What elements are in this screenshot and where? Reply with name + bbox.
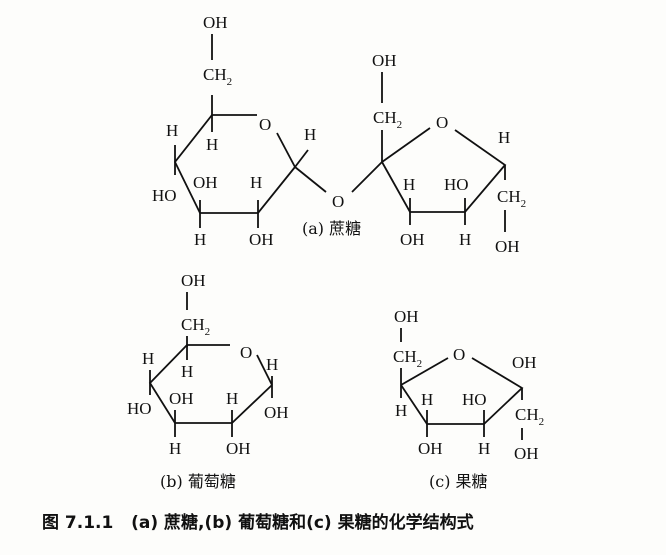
atom-h: H [206,135,218,154]
glucose-structure: OH CH2 O H H HO OH H H OH H OH (b) 葡萄糖 [127,271,289,491]
atom-oh: OH [249,230,274,249]
atom-oh: OH [418,439,443,458]
atom-h: H [304,125,316,144]
atom-h: H [395,401,407,420]
panel-b-label: (b) 葡萄糖 [160,472,236,491]
fructose-structure: OH CH2 O H H OH HO H OH CH2 OH (c) 果糖 [393,307,544,491]
atom-ch2: CH2 [393,347,422,370]
atom-oh: OH [193,173,218,192]
atom-oh: OH [372,51,397,70]
atom-h: H [142,349,154,368]
atom-ch2: CH2 [181,315,210,338]
atom-oh: OH [226,439,251,458]
panel-a-label: (a) 蔗糖 [302,219,361,238]
atom-oh: OH [394,307,419,326]
atom-h: H [498,128,510,147]
atom-ring-oxygen: O [453,345,465,364]
atom-h: H [459,230,471,249]
atom-oh: OH [495,237,520,256]
atom-ho: HO [444,175,469,194]
atom-h: H [421,390,433,409]
sucrose-glucose-ring: OH CH2 O H H HO OH H H OH H O [152,13,383,249]
atom-ch2: CH2 [515,405,544,428]
atom-h: H [194,230,206,249]
atom-oh: OH [400,230,425,249]
atom-h: H [181,362,193,381]
atom-ho: HO [127,399,152,418]
atom-oh: OH [203,13,228,32]
atom-oh: OH [169,389,194,408]
atom-ring-oxygen: O [436,113,448,132]
atom-h: H [226,389,238,408]
atom-h: H [169,439,181,458]
atom-ho: HO [152,186,177,205]
atom-ch2: CH2 [497,187,526,210]
atom-ring-oxygen: O [240,343,252,362]
atom-oh: OH [181,271,206,290]
atom-glycosidic-oxygen: O [332,192,344,211]
panel-c-label: (c) 果糖 [429,472,488,491]
atom-ch2: CH2 [373,108,402,131]
sucrose-fructose-ring: OH CH2 O H OH HO H H CH2 OH [372,51,526,256]
atom-ho: HO [462,390,487,409]
figure-caption: 图 7.1.1 (a) 蔗糖,(b) 葡萄糖和(c) 果糖的化学结构式 [42,512,474,533]
atom-h: H [478,439,490,458]
atom-h: H [250,173,262,192]
atom-h: H [403,175,415,194]
sucrose-structure: OH CH2 O H H HO OH H H OH H O [152,13,526,256]
atom-oh: OH [514,444,539,463]
atom-ring-oxygen: O [259,115,271,134]
atom-ch2: CH2 [203,65,232,88]
atom-oh: OH [512,353,537,372]
atom-h: H [166,121,178,140]
atom-oh: OH [264,403,289,422]
atom-h: H [266,355,278,374]
